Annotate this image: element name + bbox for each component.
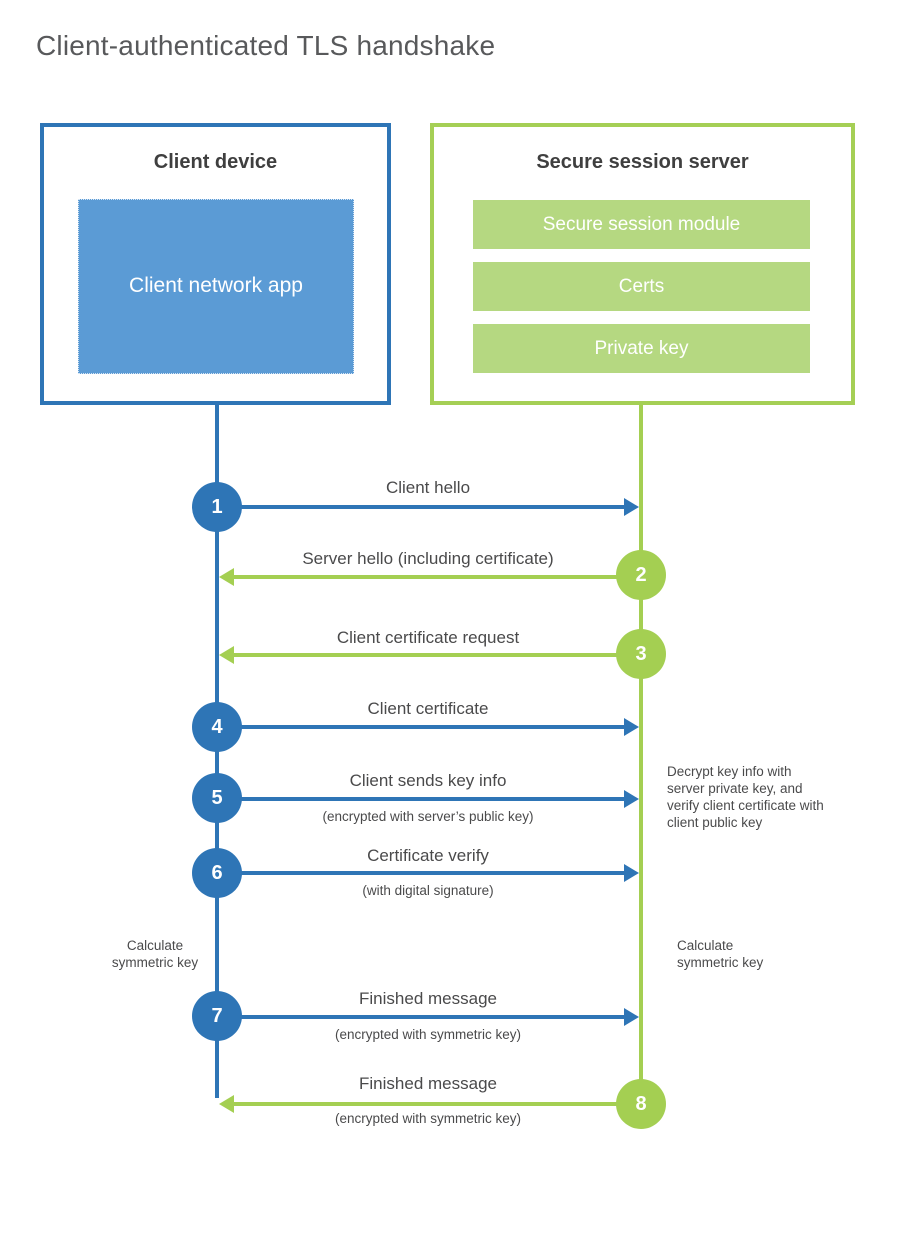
message-label: Client hello <box>385 478 471 497</box>
note-calculate-symmetric-key-client: Calculate symmetric key <box>111 938 199 970</box>
step-circle: 8 <box>616 1079 666 1129</box>
step-circle: 1 <box>192 482 242 532</box>
arrow-line <box>232 575 618 579</box>
message-label: Client certificate <box>367 699 489 718</box>
message-sublabel: (with digital signature) <box>362 883 494 898</box>
step-circle: 5 <box>192 773 242 823</box>
message-label: Finished message <box>359 1074 497 1093</box>
client-device-title: Client device <box>153 151 278 173</box>
step-circle: 4 <box>192 702 242 752</box>
arrow-line <box>232 1102 618 1106</box>
server-certs-label: Certs <box>618 275 665 297</box>
server-private-key-label: Private key <box>594 337 689 359</box>
server-lifeline <box>639 405 643 1105</box>
message-label: Finished message <box>359 989 497 1008</box>
note-decrypt-key-info: Decrypt key info with server private key… <box>667 764 824 830</box>
message-sublabel: (encrypted with symmetric key) <box>334 1111 522 1126</box>
arrow-right-icon <box>624 1008 639 1026</box>
server-module-label: Secure session module <box>542 213 741 235</box>
arrow-left-icon <box>219 568 234 586</box>
server-private-key-bar: Private key <box>473 324 810 373</box>
arrow-right-icon <box>624 864 639 882</box>
step-circle: 7 <box>192 991 242 1041</box>
message-sublabel: (encrypted with symmetric key) <box>334 1027 522 1042</box>
server-certs-bar: Certs <box>473 262 810 311</box>
arrow-line <box>232 653 618 657</box>
step-circle: 2 <box>616 550 666 600</box>
arrow-line <box>240 797 626 801</box>
message-sublabel: (encrypted with server’s public key) <box>322 809 534 824</box>
server-module-bar: Secure session module <box>473 200 810 249</box>
arrow-line <box>240 871 626 875</box>
message-label: Client sends key info <box>349 771 507 790</box>
client-network-app-box: Client network app <box>78 199 354 374</box>
message-label: Server hello (including certificate) <box>302 549 554 568</box>
client-network-app-label: Client network app <box>129 274 303 298</box>
arrow-right-icon <box>624 790 639 808</box>
arrow-left-icon <box>219 1095 234 1113</box>
arrow-left-icon <box>219 646 234 664</box>
message-label: Client certificate request <box>336 628 520 647</box>
step-circle: 6 <box>192 848 242 898</box>
arrow-line <box>240 505 626 509</box>
arrow-line <box>240 725 626 729</box>
server-title: Secure session server <box>536 151 749 173</box>
step-circle: 3 <box>616 629 666 679</box>
page-title: Client-authenticated TLS handshake <box>36 30 496 61</box>
arrow-right-icon <box>624 718 639 736</box>
arrow-line <box>240 1015 626 1019</box>
note-calculate-symmetric-key-server: Calculate symmetric key <box>677 938 764 970</box>
arrow-right-icon <box>624 498 639 516</box>
message-label: Certificate verify <box>367 846 489 865</box>
